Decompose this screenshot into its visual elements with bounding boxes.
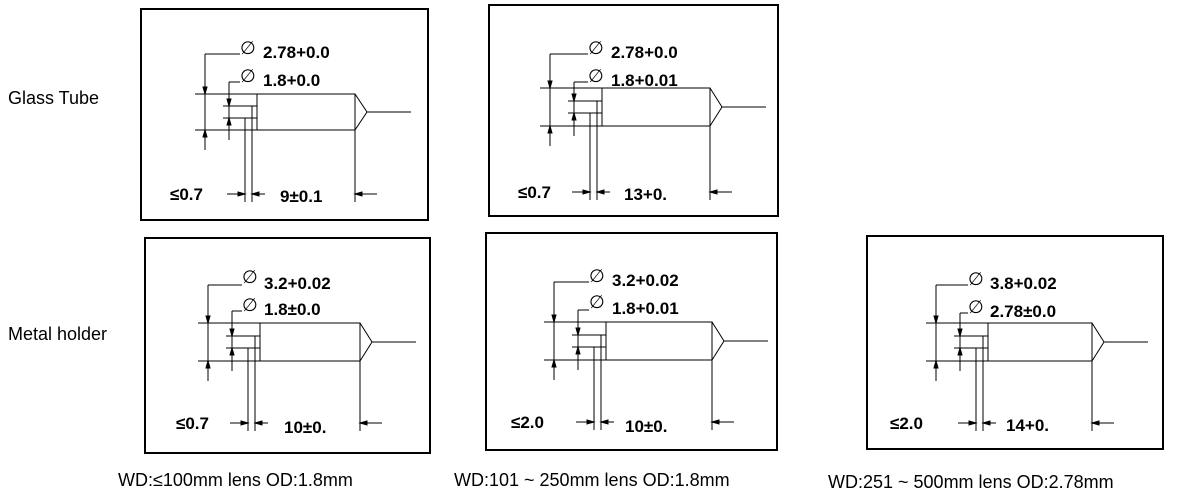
drawing-panel-glass-1: ∅ 2.78+0.0 ∅ 1.8+0.0 ≤0.7 9±0.1 <box>140 8 429 221</box>
arrowhead <box>547 80 553 90</box>
diameter-icon: ∅ <box>968 269 984 290</box>
arrowhead <box>229 346 235 356</box>
inner-diameter-dimension: 1.8+0.01 <box>612 299 679 318</box>
diameter-icon: ∅ <box>588 38 604 59</box>
diameter-icon: ∅ <box>589 292 605 313</box>
diameter-icon: ∅ <box>242 295 258 316</box>
length-dimension: 14+0. <box>1006 416 1050 435</box>
lens-body <box>259 322 361 362</box>
arrowhead <box>205 359 211 369</box>
arrowhead <box>571 111 577 121</box>
drawing-panel-glass-2: ∅ 2.78+0.0 ∅ 1.8+0.01 ≤0.7 13+0. <box>488 4 779 217</box>
arrowhead <box>710 419 720 425</box>
lens-tip <box>359 322 373 362</box>
lens-tip <box>709 87 723 127</box>
arrowhead <box>551 314 557 324</box>
arrowhead <box>226 98 232 108</box>
arrowhead <box>1090 420 1100 426</box>
lens-tip <box>711 321 725 361</box>
arrowhead <box>358 420 368 426</box>
drawing-panel-metal-2: ∅ 3.2+0.02 ∅ 1.8+0.01 ≤2.0 10±0. <box>485 232 778 451</box>
lens-body <box>605 321 713 361</box>
arrowhead <box>595 189 605 195</box>
arrowhead <box>205 315 211 325</box>
arrowhead <box>575 327 581 337</box>
lens-tip <box>354 93 368 131</box>
lens-drawing <box>195 53 411 202</box>
lens-body <box>987 322 1093 362</box>
arrowhead <box>571 93 577 103</box>
arrowhead <box>968 420 978 426</box>
outer-diameter-dimension: 2.78+0.0 <box>611 43 678 62</box>
caption-wd-100: WD:≤100mm lens OD:1.8mm <box>118 470 353 490</box>
arrowhead <box>599 419 609 425</box>
lens-drawing <box>198 284 416 431</box>
lens-end-cap <box>596 100 603 114</box>
lens-end-cap <box>600 334 607 348</box>
outer-diameter-dimension: 3.2+0.02 <box>264 274 331 293</box>
row-label-metal-holder: Metal holder <box>8 324 108 344</box>
lens-body <box>601 87 711 127</box>
arrowhead <box>981 420 991 426</box>
gap-dimension: ≤0.7 <box>518 183 551 202</box>
arrowhead <box>551 358 557 368</box>
arrowhead <box>229 328 235 338</box>
lens-end-cap <box>251 105 258 119</box>
length-dimension: 10±0. <box>284 418 327 437</box>
arrowhead <box>957 346 963 356</box>
arrowhead <box>202 86 208 96</box>
caption-wd-250: WD:101 ~ 250mm lens OD:1.8mm <box>454 470 730 490</box>
gap-dimension: ≤2.0 <box>890 414 923 433</box>
arrowhead <box>582 189 592 195</box>
arrowhead <box>547 124 553 134</box>
length-dimension: 13+0. <box>624 185 668 204</box>
outer-diameter-dimension: 3.2+0.02 <box>612 271 679 290</box>
arrowhead <box>957 328 963 338</box>
caption-wd-500: WD:251 ~ 500mm lens OD:2.78mm <box>828 472 1114 492</box>
inner-diameter-dimension: 1.8±0.0 <box>264 300 321 319</box>
gap-dimension: ≤0.7 <box>170 185 203 204</box>
diameter-icon: ∅ <box>240 38 256 59</box>
length-dimension: 10±0. <box>625 417 668 436</box>
lens-drawing <box>926 284 1148 431</box>
arrowhead <box>240 420 250 426</box>
length-dimension: 9±0.1 <box>280 187 323 206</box>
drawing-panel-metal-3: ∅ 3.8+0.02 ∅ 2.78±0.0 ≤2.0 14+0. <box>866 235 1164 450</box>
row-label-glass-tube: Glass Tube <box>8 88 100 108</box>
diameter-icon: ∅ <box>968 297 984 318</box>
lens-body <box>256 93 356 131</box>
lens-end-cap <box>982 335 989 349</box>
drawing-panel-metal-1: ∅ 3.2+0.02 ∅ 1.8±0.0 ≤0.7 10±0. <box>144 237 431 454</box>
gap-dimension: ≤0.7 <box>176 414 209 433</box>
lens-tip <box>1091 322 1105 362</box>
arrowhead <box>575 345 581 355</box>
arrowhead <box>250 191 260 197</box>
arrowhead <box>237 191 247 197</box>
diameter-icon: ∅ <box>242 267 258 288</box>
arrowhead <box>226 116 232 126</box>
arrowhead <box>586 419 596 425</box>
outer-diameter-dimension: 2.78+0.0 <box>263 43 330 62</box>
diameter-icon: ∅ <box>588 66 604 87</box>
lens-drawing <box>540 53 766 200</box>
diameter-icon: ∅ <box>240 66 256 87</box>
inner-diameter-dimension: 1.8+0.0 <box>263 71 321 90</box>
gap-dimension: ≤2.0 <box>511 413 544 432</box>
lens-end-cap <box>254 335 261 349</box>
arrowhead <box>202 128 208 138</box>
arrowhead <box>253 420 263 426</box>
arrowhead <box>933 315 939 325</box>
lens-drawing <box>544 281 768 430</box>
arrowhead <box>933 359 939 369</box>
outer-diameter-dimension: 3.8+0.02 <box>990 274 1057 293</box>
inner-diameter-dimension: 1.8+0.01 <box>611 71 678 90</box>
diameter-icon: ∅ <box>589 266 605 287</box>
inner-diameter-dimension: 2.78±0.0 <box>990 302 1057 321</box>
arrowhead <box>353 191 363 197</box>
arrowhead <box>708 189 718 195</box>
